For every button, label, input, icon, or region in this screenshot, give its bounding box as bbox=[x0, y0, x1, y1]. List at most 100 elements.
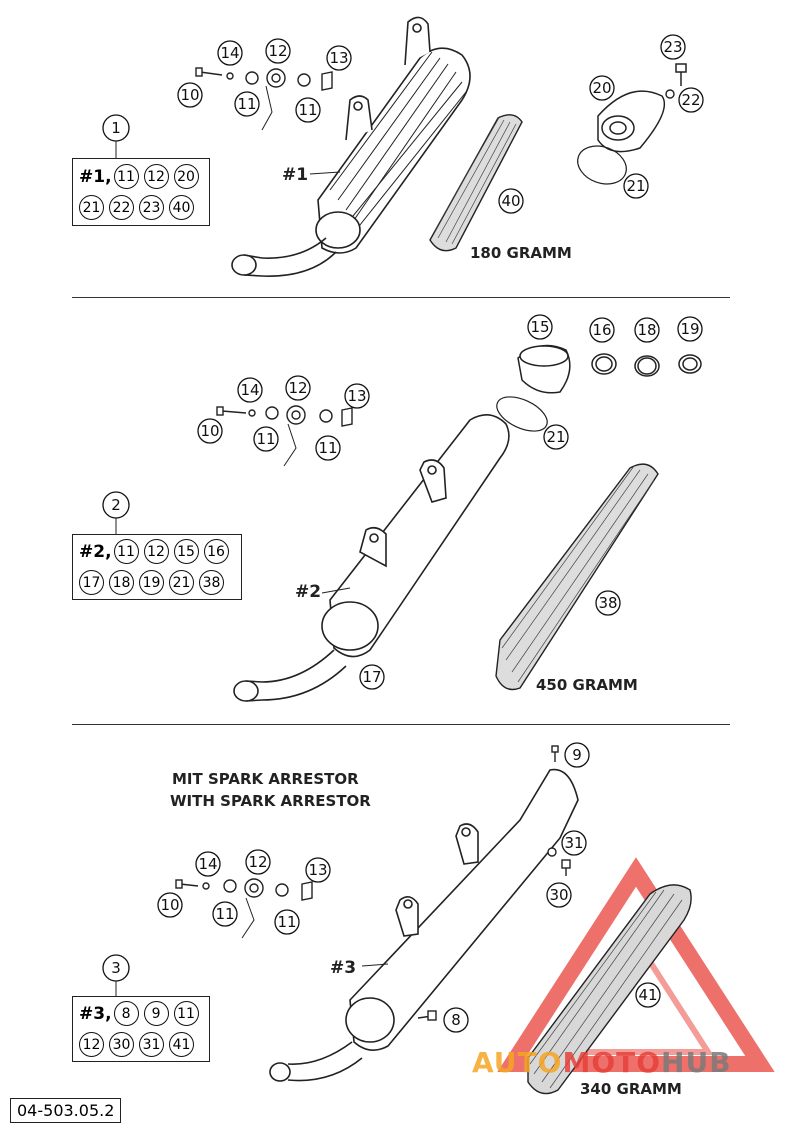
kit-number-3: 3 bbox=[111, 959, 121, 977]
callout-12-label: 12 bbox=[288, 379, 307, 397]
kit-part: 11 bbox=[173, 1001, 199, 1026]
callout-40: 40 bbox=[498, 188, 524, 214]
kit-part: 9 bbox=[143, 1001, 169, 1026]
callouts-section-3: 9 31 30 14 12 13 10 11 11 8 41 bbox=[157, 742, 661, 1033]
hardware-row-3 bbox=[175, 878, 313, 939]
packing-weight-3: 340 GRAMM bbox=[580, 1080, 682, 1098]
callout-14-label: 14 bbox=[240, 381, 259, 399]
spark-arrestor-heading-en: WITH SPARK ARRESTOR bbox=[170, 792, 371, 810]
kit-number-1: 1 bbox=[111, 119, 121, 137]
kit-ref: #1, bbox=[79, 166, 112, 187]
callout-11-label: 11 bbox=[237, 95, 256, 113]
kit-ref: #3, bbox=[79, 1003, 112, 1024]
callout-8-label: 8 bbox=[451, 1011, 461, 1029]
spark-arrestor-heading-de: MIT SPARK ARRESTOR bbox=[172, 770, 359, 788]
callout-12: 12 bbox=[285, 375, 311, 401]
kit-callout-2: 2 bbox=[102, 491, 130, 519]
end-cap-20 bbox=[597, 90, 666, 153]
kit-part: 12 bbox=[79, 1032, 104, 1057]
callout-11-label: 11 bbox=[277, 913, 296, 931]
kit-callout-1: 1 bbox=[102, 114, 130, 142]
muffler-label-1: #1 bbox=[282, 165, 309, 185]
kit-part: 8 bbox=[113, 1001, 139, 1026]
muffler-2 bbox=[233, 414, 510, 702]
watermark-auto: AUTO bbox=[472, 1046, 563, 1079]
packing-weight-1: 180 GRAMM bbox=[470, 244, 572, 262]
kit-part: 40 bbox=[169, 195, 194, 220]
end-cap-15 bbox=[517, 344, 571, 394]
callout-17-label: 17 bbox=[362, 668, 381, 686]
kit-row: #1, 11 12 20 bbox=[79, 164, 204, 189]
kit-box-1: #1, 11 12 20 21 22 23 40 bbox=[72, 158, 210, 226]
callout-18-label: 18 bbox=[637, 321, 656, 339]
callout-40-label: 40 bbox=[501, 192, 520, 210]
callout-11: 11 bbox=[274, 909, 300, 935]
callout-10: 10 bbox=[157, 892, 183, 918]
kit-callout-3: 3 bbox=[102, 954, 130, 982]
kit-part: 41 bbox=[169, 1032, 194, 1057]
o-ring-21 bbox=[577, 145, 627, 185]
callout-9-label: 9 bbox=[572, 746, 582, 764]
section-divider bbox=[72, 724, 730, 725]
callout-21: 21 bbox=[543, 424, 569, 450]
callout-10: 10 bbox=[197, 418, 223, 444]
muffler-label-2: #2 bbox=[295, 582, 322, 602]
kit-part: 15 bbox=[173, 539, 199, 564]
callout-14: 14 bbox=[217, 40, 243, 66]
kit-row: #3, 8 9 11 bbox=[79, 1001, 204, 1026]
o-ring-21b bbox=[496, 396, 548, 432]
callout-12: 12 bbox=[265, 38, 291, 64]
callout-11-label: 11 bbox=[318, 439, 337, 457]
watermark-hub: HUB bbox=[661, 1046, 732, 1079]
callout-11: 11 bbox=[315, 435, 341, 461]
kit-row: 21 22 23 40 bbox=[79, 195, 199, 220]
callout-21-label: 21 bbox=[546, 428, 565, 446]
callout-41: 41 bbox=[635, 982, 661, 1008]
callout-14-label: 14 bbox=[220, 44, 239, 62]
callout-11: 11 bbox=[212, 901, 238, 927]
kit-part: 11 bbox=[113, 164, 139, 189]
callout-9: 9 bbox=[564, 742, 590, 768]
callout-31-label: 31 bbox=[564, 834, 583, 852]
hardware-row-1 bbox=[195, 67, 333, 131]
kit-part: 11 bbox=[113, 539, 139, 564]
callout-19-label: 19 bbox=[680, 320, 699, 338]
callout-11-label: 11 bbox=[298, 101, 317, 119]
callout-22: 22 bbox=[678, 87, 704, 113]
callout-8: 8 bbox=[443, 1007, 469, 1033]
packing-weight-2: 450 GRAMM bbox=[536, 676, 638, 694]
rings-16-18-19 bbox=[591, 353, 702, 377]
callout-11-label: 11 bbox=[256, 430, 275, 448]
callout-13: 13 bbox=[305, 857, 331, 883]
screw-9 bbox=[551, 745, 559, 762]
callout-16-label: 16 bbox=[592, 321, 611, 339]
kit-part: 20 bbox=[173, 164, 199, 189]
callout-12-label: 12 bbox=[268, 42, 287, 60]
callout-31: 31 bbox=[561, 830, 587, 856]
kit-part: 21 bbox=[79, 195, 104, 220]
callout-13: 13 bbox=[326, 45, 352, 71]
callout-11: 11 bbox=[234, 91, 260, 117]
callout-30-label: 30 bbox=[549, 886, 568, 904]
callout-38-label: 38 bbox=[598, 594, 617, 612]
washer-22 bbox=[665, 89, 675, 99]
callout-21: 21 bbox=[623, 173, 649, 199]
kit-part: 38 bbox=[199, 570, 224, 595]
kit-part: 31 bbox=[139, 1032, 164, 1057]
callout-41-label: 41 bbox=[638, 986, 657, 1004]
callout-14-label: 14 bbox=[198, 855, 217, 873]
kit-ref: #2, bbox=[79, 541, 112, 562]
kit-part: 22 bbox=[109, 195, 134, 220]
callout-12: 12 bbox=[245, 849, 271, 875]
callout-30: 30 bbox=[546, 882, 572, 908]
section-divider bbox=[72, 297, 730, 298]
callout-11-label: 11 bbox=[215, 905, 234, 923]
kit-part: 12 bbox=[143, 539, 169, 564]
kit-part: 21 bbox=[169, 570, 194, 595]
callout-20: 20 bbox=[589, 75, 615, 101]
callout-13: 13 bbox=[344, 383, 370, 409]
callout-38: 38 bbox=[595, 590, 621, 616]
callout-16: 16 bbox=[589, 317, 615, 343]
kit-row: 17 18 19 21 38 bbox=[79, 570, 229, 595]
callout-10-label: 10 bbox=[200, 422, 219, 440]
